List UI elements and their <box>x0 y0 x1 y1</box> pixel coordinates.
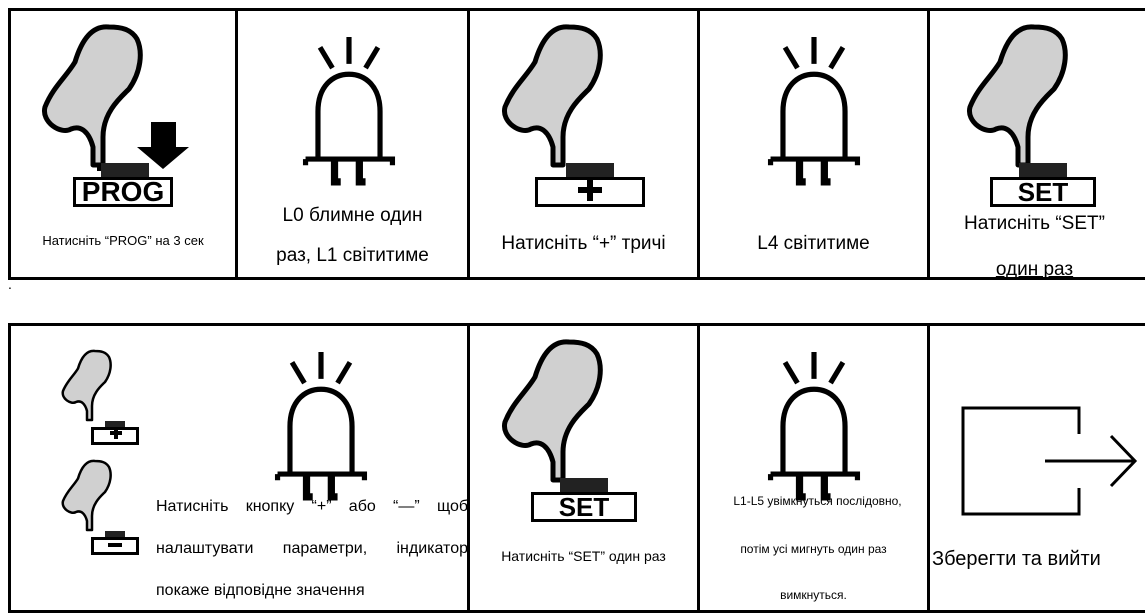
prog-button-graphic: PROG <box>73 163 173 207</box>
steps-row-2: Натисніть кнопку “+” або “—” щоб налашту… <box>8 323 1145 613</box>
exit-caption: Зберегти та вийти <box>932 548 1101 570</box>
divider <box>697 11 700 277</box>
set-caption-line1: Натисніть “SET” <box>964 213 1105 234</box>
hand-press-icon <box>501 17 661 177</box>
divider <box>927 326 930 610</box>
adjust-caption-line2: налаштувати параметри, індикатор <box>156 540 468 557</box>
l0-caption-line1: L0 блимне один <box>282 205 423 226</box>
l15-caption-line3: вимкнуться. <box>780 588 847 602</box>
divider <box>697 326 700 610</box>
plus-caption: Натисніть “+” тричі <box>501 233 666 254</box>
l0-caption-line2: раз, L1 світитиме <box>276 245 429 266</box>
exit-icon <box>961 406 1138 516</box>
hand-press-icon <box>41 17 189 171</box>
set2-caption: Натисніть “SET” один раз <box>501 548 666 564</box>
divider <box>235 11 238 277</box>
divider <box>467 11 470 277</box>
indicator-lamp-icon <box>266 352 376 502</box>
plus-button-graphic <box>535 163 645 207</box>
adjust-caption-line1: Натисніть кнопку “+” або “—” щоб <box>156 498 468 515</box>
hand-press-icon <box>61 459 112 532</box>
hand-press-icon <box>966 17 1126 177</box>
stray-dot: . <box>8 276 12 292</box>
hand-press-icon <box>501 332 661 492</box>
indicator-lamp-icon <box>759 37 869 187</box>
prog-caption: Натисніть “PROG” на 3 сек <box>42 233 204 248</box>
l15-caption-line1: L1-L5 увімкнуться послідовно, <box>733 494 902 508</box>
minus-button-small <box>91 531 139 557</box>
indicator-lamp-icon <box>294 37 404 187</box>
l15-caption-line2: потім усі мигнуть один раз <box>740 542 887 556</box>
divider <box>927 11 930 277</box>
steps-row-1: PROG Натисніть “PROG” на 3 сек L0 блимне… <box>8 8 1145 280</box>
set-button-graphic: SET <box>990 163 1096 207</box>
divider <box>467 326 470 610</box>
set-caption-line2: один раз <box>995 259 1074 280</box>
plus-button-small <box>91 421 139 447</box>
indicator-lamp-icon <box>759 352 869 502</box>
l4-caption: L4 світитиме <box>757 233 870 254</box>
adjust-caption-line3: покаже відповідне значення <box>156 582 365 599</box>
set-button-graphic: SET <box>531 478 637 522</box>
hand-press-icon <box>61 349 112 422</box>
